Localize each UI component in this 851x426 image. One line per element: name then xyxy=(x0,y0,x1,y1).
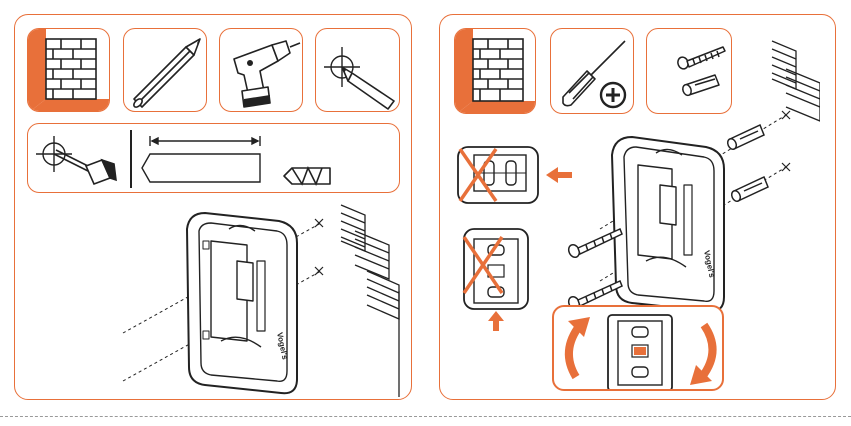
drill-icon xyxy=(220,29,303,112)
mark-crosshair-icon xyxy=(316,29,400,112)
arrow-up-icon xyxy=(488,311,504,331)
brick-wall-icon xyxy=(28,29,110,112)
divider xyxy=(130,130,132,188)
tile-pencil xyxy=(123,28,207,112)
step-1-panel: Vogel's xyxy=(14,14,412,400)
bracket-screws-illustration: Vogel's xyxy=(560,29,820,309)
wrong-orientation-vertical xyxy=(458,223,538,333)
bracket-mounting-illustration: Vogel's xyxy=(15,191,413,401)
drill-target-icon xyxy=(28,124,128,193)
tile-wall xyxy=(454,28,536,114)
tile-mark xyxy=(315,28,400,112)
tile-wall xyxy=(27,28,110,112)
drill-bit-icon xyxy=(280,158,340,193)
step-2-panel: Vogel's xyxy=(439,14,836,400)
tile-drill xyxy=(219,28,303,112)
brick-wall-icon xyxy=(455,29,536,114)
brick-wall-icon xyxy=(341,205,399,397)
tile-drill-detail xyxy=(27,123,400,193)
pencil-icon xyxy=(124,29,207,112)
rotate-both-ways-icon xyxy=(554,307,724,391)
page-bottom-divider xyxy=(0,416,851,417)
drill-bit-length-icon xyxy=(136,124,276,193)
tile-rotate xyxy=(552,305,724,391)
